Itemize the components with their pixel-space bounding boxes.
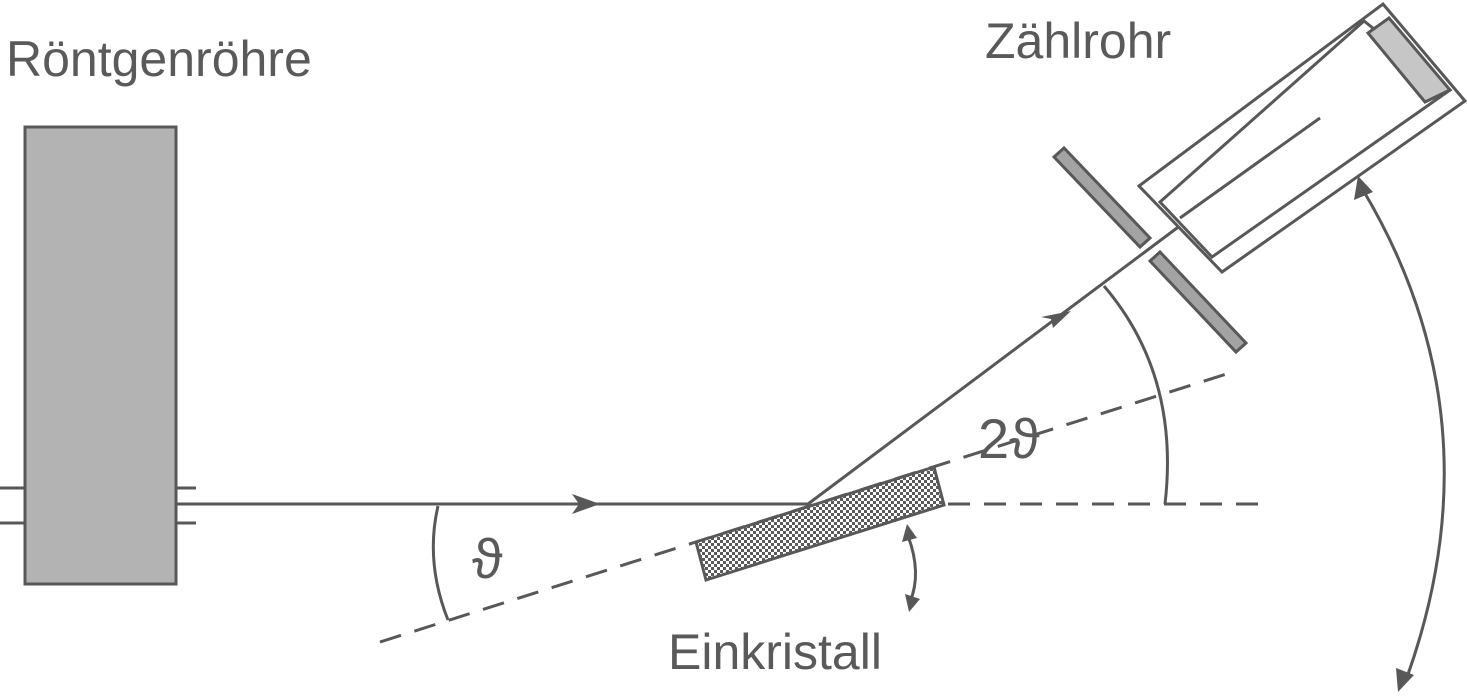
counter-rotation-arrow	[1361, 189, 1446, 681]
theta-angle-arc	[431, 505, 450, 621]
crystal-rotation-arrow	[906, 535, 918, 603]
theta-label: ϑ	[472, 527, 503, 590]
xray-tube	[0, 125, 196, 586]
tube-label: Röntgenröhre	[6, 31, 312, 87]
two-theta-angle-arc	[1102, 285, 1169, 505]
counter-label: Zählrohr	[985, 13, 1171, 69]
tube-body	[23, 125, 178, 586]
counter-tube-window	[1365, 15, 1453, 104]
counter-rotation-arrowhead-top	[1354, 176, 1373, 200]
diffracted-beam	[807, 220, 1186, 506]
incident-beam-arrowhead	[572, 494, 600, 514]
crystal-label: Einkristall	[668, 624, 882, 680]
single-crystal	[694, 465, 946, 582]
diffracted-beam-arrowhead	[1041, 311, 1071, 328]
crystal-rotation-arrowhead-bottom	[905, 594, 920, 612]
slit-plate-upper	[1051, 145, 1153, 250]
slit-plate-lower	[1147, 249, 1249, 355]
counter-tube	[1136, 1, 1467, 274]
crystal-rotation-arrowhead-top	[902, 524, 917, 542]
crystal-body	[694, 465, 946, 582]
counter-rotation-arrowhead-bottom	[1396, 668, 1414, 692]
two-theta-label: 2ϑ	[978, 407, 1040, 470]
counter-tube-body	[1136, 1, 1467, 274]
counter-tube-wire	[1179, 116, 1321, 220]
